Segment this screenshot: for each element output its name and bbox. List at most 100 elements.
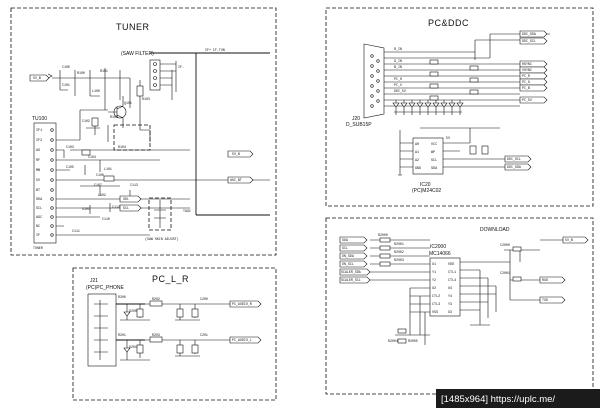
- flag-pc-audio-r: [229, 300, 262, 308]
- svg-text:5V: 5V: [36, 179, 41, 183]
- svg-text:A2: A2: [415, 159, 419, 163]
- flag-5v-b-left: [29, 74, 50, 82]
- part-d201: D201: [129, 345, 137, 349]
- part-c107: C107: [94, 183, 102, 187]
- net-sdl: SDL: [123, 197, 129, 201]
- download-nets-right: 5V_B RXD TXD: [539, 236, 589, 304]
- net-tagc: TAGC: [183, 209, 191, 213]
- saw-skin-adjust-label: (SAW SKIN ADJUST): [145, 237, 179, 241]
- eeprom-ref: IC20: [420, 182, 431, 188]
- svg-text:Y2: Y2: [432, 279, 436, 283]
- svg-text:PC_B: PC_B: [522, 86, 530, 90]
- part-c101: C101: [62, 83, 70, 87]
- tuner-name: TUNER: [33, 246, 43, 250]
- tuner-ref: TU100: [32, 116, 47, 122]
- svg-text:CTL2: CTL2: [432, 295, 440, 299]
- mux-ref: IC2000: [430, 244, 446, 250]
- svg-text:VDD: VDD: [448, 263, 454, 267]
- net-if-tun: IF+ IF-TUN: [205, 48, 225, 52]
- svg-text:CTL4: CTL4: [448, 279, 456, 283]
- pc-lr-title: PC_L_R: [152, 274, 189, 284]
- part-c102: C102: [82, 119, 90, 123]
- part-q101: Q101: [124, 101, 132, 105]
- part-r101: R101: [100, 69, 108, 73]
- net-pc-audio-l: PC_AUDIO_L: [232, 338, 252, 342]
- dsub-connector: [363, 43, 385, 119]
- part-c103: C103: [66, 145, 74, 149]
- svg-text:X4: X4: [448, 287, 452, 291]
- svg-text:MB: MB: [36, 169, 40, 173]
- part-l100: L100: [92, 89, 100, 93]
- net-5v-b-right: 5V_B: [232, 152, 240, 156]
- net-scl: SCL: [123, 206, 129, 210]
- svg-text:IF1: IF1: [36, 129, 42, 133]
- svg-text:PC_V: PC_V: [394, 83, 402, 87]
- net-ddc-scl: DDC_SCL: [507, 157, 521, 161]
- part-r203: R203: [152, 333, 160, 337]
- part-r104: R104: [118, 145, 126, 149]
- svg-text:R2000: R2000: [378, 233, 388, 237]
- svg-text:SCALER_SDA: SCALER_SDA: [341, 270, 361, 274]
- part-c100: C100: [62, 65, 70, 69]
- svg-text:R2002: R2002: [394, 250, 404, 254]
- tvs-diode-array: [392, 102, 464, 108]
- svg-text:Y3: Y3: [448, 303, 452, 307]
- svg-text:A0: A0: [415, 143, 419, 147]
- svg-text:SDA: SDA: [36, 198, 43, 202]
- pc-ddc-section: PC&DDC J20 D_SUB15P: [325, 7, 594, 207]
- svg-text:Y1: Y1: [432, 271, 436, 275]
- net-5v-b-left: 5V_B: [33, 76, 41, 80]
- tuner-module: [33, 122, 57, 244]
- tuner-pins: IF1 IF2 AS RF MB 5V BT SDA SCL AGC NC IF: [36, 129, 43, 238]
- flag-agc-bt: [227, 176, 254, 184]
- svg-text:SDA: SDA: [431, 167, 438, 171]
- mux-ic2000: [429, 257, 461, 317]
- svg-text:B_IN: B_IN: [394, 65, 402, 69]
- svg-text:CTL1: CTL1: [448, 271, 456, 275]
- part-l101: L101: [104, 167, 112, 171]
- eeprom-ic20: [412, 137, 444, 175]
- mux-pins: X1 Y1 Y2 X2 CTL2 CTL3 VSS VDD CTL1 CTL4 …: [432, 263, 456, 315]
- svg-text:CTL3: CTL3: [432, 303, 440, 307]
- jack-ref: J21: [90, 278, 98, 284]
- svg-text:DDC_SDA: DDC_SDA: [522, 32, 536, 36]
- download-title: DOWNLOAD: [480, 227, 510, 233]
- jack-name: (PC)PC_PHONE: [86, 285, 124, 291]
- svg-text:X2: X2: [432, 287, 436, 291]
- net-ddc-sda: DDC_SDA: [507, 165, 521, 169]
- pc-ddc-title: PC&DDC: [428, 18, 469, 28]
- svg-text:SCL: SCL: [36, 207, 42, 211]
- svg-text:IF: IF: [36, 234, 40, 238]
- part-c105: C105: [66, 165, 74, 169]
- pc-ddc-nets-right: DDC_SDA DDC_SCL HSYNC VSYNC PC_R PC_G PC…: [519, 30, 548, 104]
- svg-text:PC_5V: PC_5V: [522, 98, 532, 102]
- tuner-title: TUNER: [116, 22, 150, 32]
- svg-text:NC: NC: [36, 225, 40, 229]
- svg-text:DDC_5V: DDC_5V: [394, 89, 406, 93]
- svg-text:SCL: SCL: [431, 159, 437, 163]
- svg-text:DN_SDA: DN_SDA: [342, 254, 354, 258]
- watermark: [1485x964] https://uplc.me/: [436, 389, 600, 408]
- svg-text:G_IN: G_IN: [394, 59, 402, 63]
- svg-text:R_IN: R_IN: [394, 47, 402, 51]
- svg-text:SCALER_SCL: SCALER_SCL: [341, 278, 361, 282]
- eeprom-pins: A0 A1 A2 GND VCC WP SCL SDA: [415, 143, 438, 171]
- svg-text:VSYNC: VSYNC: [522, 68, 532, 72]
- svg-text:R2005: R2005: [408, 339, 418, 343]
- download-nets-left: SDA SCL DN_SDA DN_SCL SCALER_SDA SCALER_…: [339, 236, 371, 284]
- part-r202: R202: [152, 297, 160, 301]
- part-l102: L102: [98, 193, 106, 197]
- part-c106: C106: [96, 173, 104, 177]
- svg-text:VCC: VCC: [431, 143, 437, 147]
- saw-filter-component: [149, 59, 161, 91]
- svg-text:AGC: AGC: [36, 216, 42, 220]
- watermark-text: [1485x964] https://uplc.me/: [441, 394, 555, 405]
- net-if-minus: IF-: [178, 65, 184, 69]
- download-section: DOWNLOAD IC2000 MC14066 X1 Y1 Y2 X2 CTL2…: [325, 217, 594, 395]
- svg-text:RF: RF: [36, 159, 40, 163]
- net-pc-audio-r: PC_AUDIO_R: [232, 302, 252, 306]
- svg-text:RXD: RXD: [542, 278, 548, 282]
- part-c200: C200: [200, 297, 208, 301]
- part-c113: C113: [130, 183, 138, 187]
